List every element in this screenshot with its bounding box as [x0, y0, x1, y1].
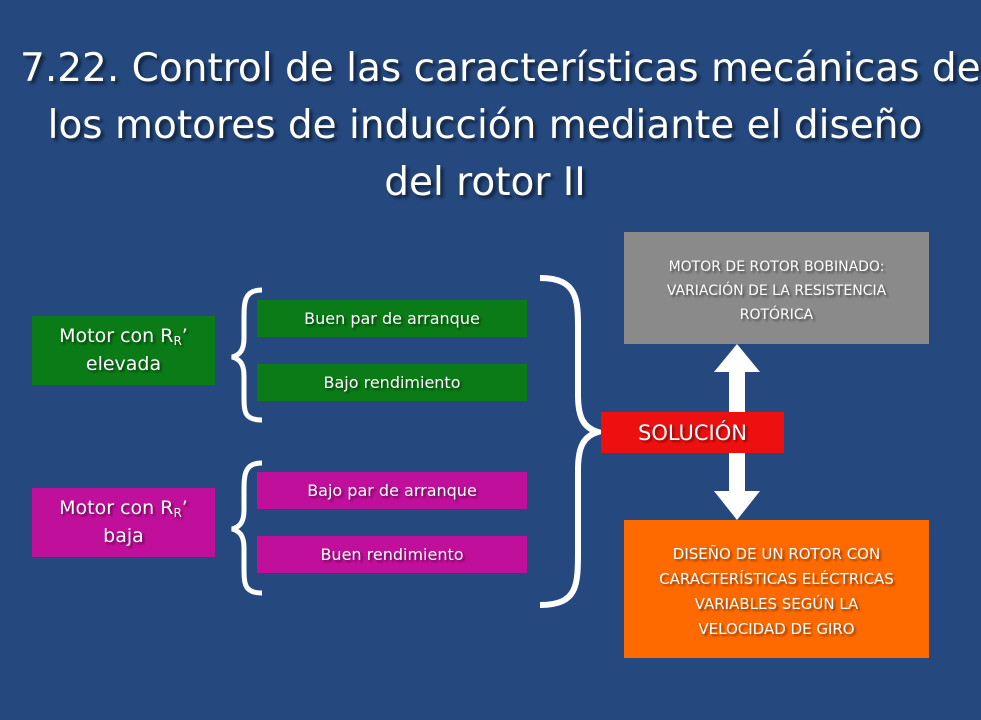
wound-rotor-line-1: MOTOR DE ROTOR BOBINADO: [668, 259, 885, 275]
motor-high-subscript: R [173, 334, 182, 348]
prop-low-efficiency: Bajo rendimiento [257, 364, 527, 401]
right-brace-icon [539, 275, 609, 608]
motor-low-prefix: Motor con R [59, 497, 174, 519]
motor-high-line1: Motor con RR’ [59, 325, 188, 353]
left-brace-icon [231, 287, 263, 423]
rotor-design-line-3: VARIABLES SEGÚN LA [694, 595, 859, 613]
prop-good-efficiency: Buen rendimiento [257, 536, 527, 573]
wound-rotor-line-3: ROTÓRICA [739, 307, 814, 323]
rotor-design-line-4: VELOCIDAD DE GIRO [698, 620, 855, 638]
prop-low-starting-torque: Bajo par de arranque [257, 472, 527, 509]
title-line-2: los motores de inducción mediante el dis… [47, 103, 923, 148]
rotor-design-box: DISEÑO DE UN ROTOR CON CARACTERÍSTICAS E… [624, 520, 929, 658]
motor-low-resistance: Motor con RR’ baja [32, 488, 215, 557]
connector-shapes [231, 275, 760, 608]
title-line-1: 7.22. Control de las características mec… [20, 46, 981, 91]
wound-rotor-box: MOTOR DE ROTOR BOBINADO: VARIACIÓN DE LA… [624, 232, 929, 344]
motor-low-subscript: R [173, 506, 182, 520]
rotor-design-line-2: CARACTERÍSTICAS ELÉCTRICAS [659, 570, 894, 588]
page-title: 7.22. Control de las características mec… [20, 40, 981, 211]
left-brace-icon [231, 460, 263, 596]
double-arrow-icon [714, 344, 760, 520]
solution-box: SOLUCIÓN [601, 412, 784, 453]
title-line-3: del rotor II [384, 160, 586, 205]
motor-high-suffix: ’ [181, 325, 188, 347]
motor-high-line2: elevada [85, 353, 162, 375]
wound-rotor-line-2: VARIACIÓN DE LA RESISTENCIA [666, 283, 887, 299]
motor-low-line1: Motor con RR’ [59, 497, 188, 525]
motor-high-prefix: Motor con R [59, 325, 174, 347]
motor-low-suffix: ’ [181, 497, 188, 519]
motor-low-line2: baja [103, 525, 144, 547]
motor-high-resistance: Motor con RR’ elevada [32, 316, 215, 385]
rotor-design-line-1: DISEÑO DE UN ROTOR CON [672, 545, 881, 563]
prop-good-starting-torque: Buen par de arranque [257, 300, 527, 337]
